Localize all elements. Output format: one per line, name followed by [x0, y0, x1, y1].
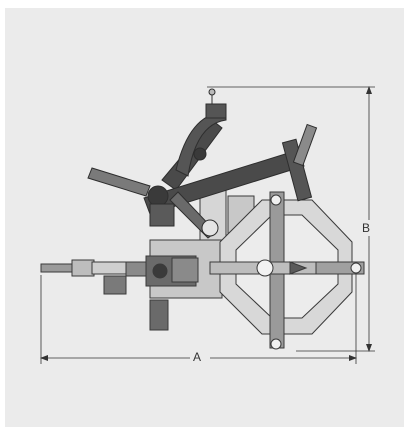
dimension-b-label: B — [359, 221, 374, 235]
arm-assembly — [87, 88, 318, 239]
dimension-lines — [40, 86, 375, 364]
dimension-a-label: A — [190, 350, 205, 364]
machine-body — [40, 189, 365, 350]
